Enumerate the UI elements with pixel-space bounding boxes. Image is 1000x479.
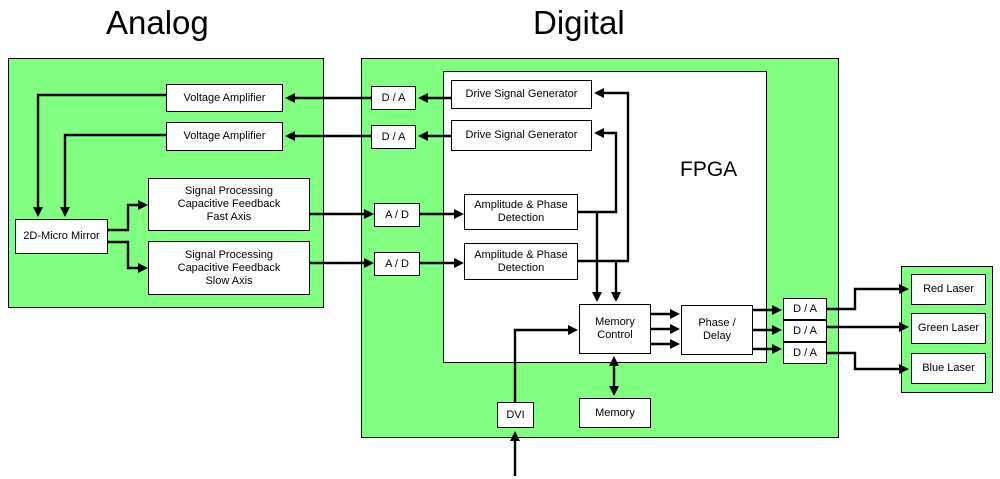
memory-control: Memory Control — [579, 304, 651, 354]
micro-mirror: 2D-Micro Mirror — [15, 219, 108, 254]
signal-processing-slow-axis: Signal Processing Capacitive Feedback Sl… — [148, 241, 310, 295]
dvi-input: DVI — [497, 402, 534, 428]
green-laser: Green Laser — [911, 313, 986, 344]
drive-signal-generator-2: Drive Signal Generator — [451, 120, 592, 151]
red-laser: Red Laser — [911, 274, 986, 305]
da-converter-top-1: D / A — [371, 86, 416, 110]
da-converter-top-2: D / A — [371, 125, 416, 149]
da-output-1: D / A — [783, 298, 827, 320]
phase-delay: Phase / Delay — [681, 305, 753, 355]
drive-signal-generator-1: Drive Signal Generator — [451, 80, 592, 109]
voltage-amplifier-1: Voltage Amplifier — [166, 84, 283, 112]
digital-title: Digital — [533, 4, 625, 41]
da-output-2: D / A — [783, 320, 827, 342]
amplitude-phase-detection-1: Amplitude & Phase Detection — [464, 194, 578, 230]
analog-title: Analog — [106, 4, 209, 41]
da-output-3: D / A — [783, 342, 827, 364]
voltage-amplifier-2: Voltage Amplifier — [166, 122, 283, 151]
ad-converter-2: A / D — [374, 252, 420, 276]
amplitude-phase-detection-2: Amplitude & Phase Detection — [464, 243, 578, 280]
memory: Memory — [579, 398, 651, 428]
blue-laser: Blue Laser — [911, 353, 986, 384]
fpga-label: FPGA — [680, 158, 738, 181]
ad-converter-1: A / D — [374, 203, 420, 227]
signal-processing-fast-axis: Signal Processing Capacitive Feedback Fa… — [148, 178, 310, 231]
